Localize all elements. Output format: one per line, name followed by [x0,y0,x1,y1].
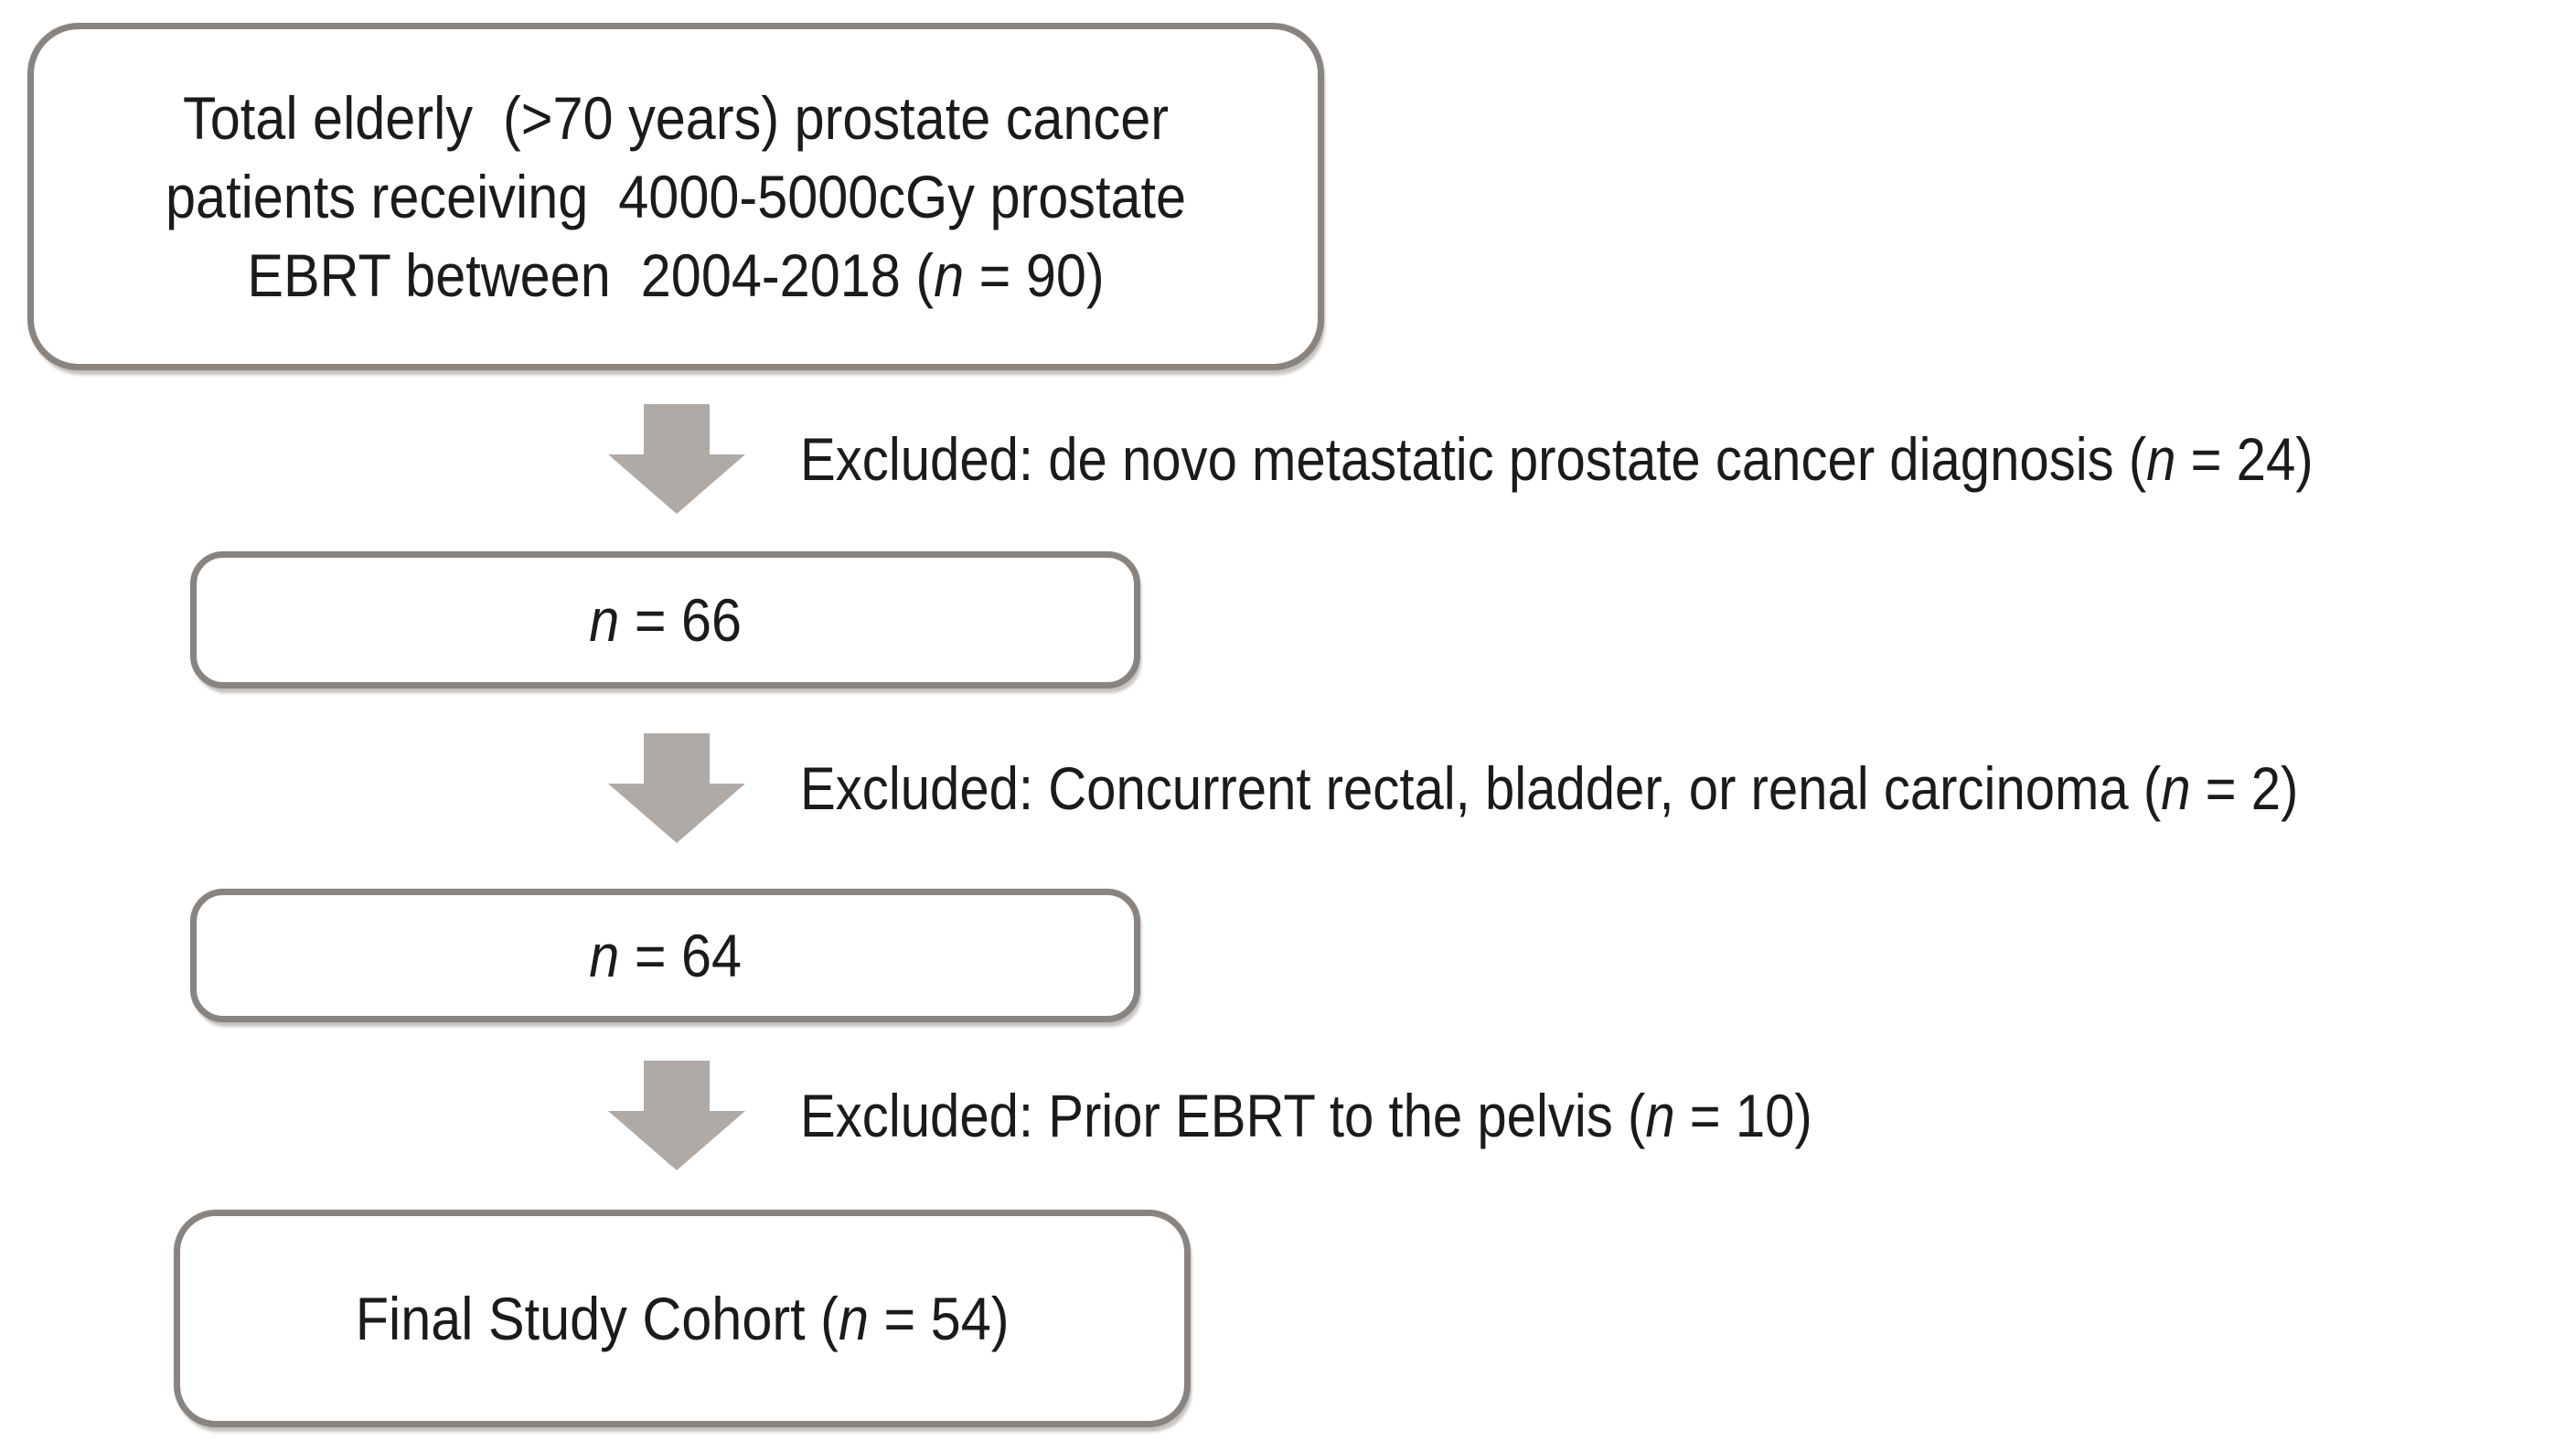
box-n-64-text: n = 64 [589,922,742,989]
box-final-cohort: Final Study Cohort (n = 54) [174,1210,1191,1427]
box-total-cohort: Total elderly (>70 years) prostate cance… [27,23,1324,370]
down-arrow-shape [608,1061,745,1170]
box-final-cohort-text: Final Study Cohort (n = 54) [355,1285,1010,1352]
down-arrow-icon [608,733,745,843]
box-n-64: n = 64 [190,889,1140,1022]
exclusion-label-concurrent-carcinoma: Excluded: Concurrent rectal, bladder, or… [800,754,2299,822]
down-arrow-icon [608,1061,745,1170]
down-arrow-icon [608,404,745,514]
exclusion-label-prior-ebrt: Excluded: Prior EBRT to the pelvis (n = … [800,1082,1812,1149]
exclusion-label-metastatic: Excluded: de novo metastatic prostate ca… [800,425,2314,493]
down-arrow-shape [608,733,745,843]
box-n-66: n = 66 [190,551,1140,689]
box-total-cohort-text: Total elderly (>70 years) prostate cance… [165,84,1187,309]
down-arrow-shape [608,404,745,514]
box-n-66-text: n = 66 [589,586,742,654]
